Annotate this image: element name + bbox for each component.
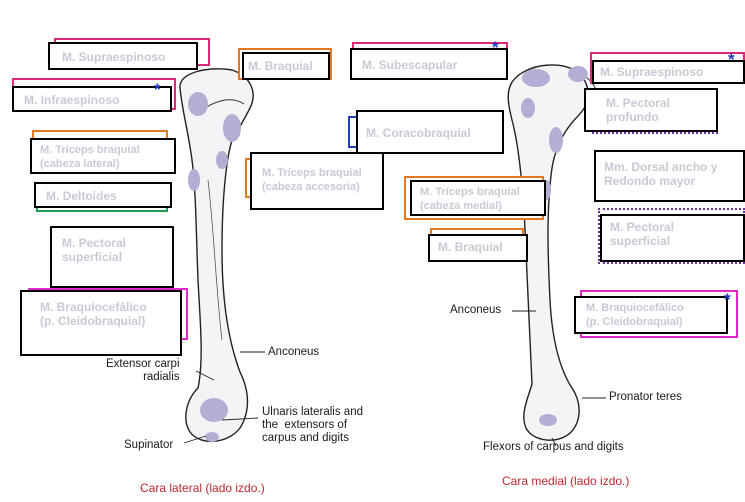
answer-box-latissimus-medial[interactable]: Mm. Dorsal ancho y Redondo mayor [594,150,745,202]
medial-leader-lines [512,310,606,447]
attachment-lateral-6 [205,432,219,442]
answer-text: M. Braquiocefálico (p. Cleidobraquial) [40,300,147,328]
answer-box-brachiocephalic-lateral[interactable]: M. Braquiocefálico (p. Cleidobraquial) [20,290,182,356]
attachment-lateral-3 [216,151,228,169]
answer-box-coracobrachial-medial[interactable]: M. Coracobraquial [356,110,504,154]
answer-box-pectoral-deep-medial[interactable]: M. Pectoral profundo [584,88,718,132]
answer-box-supraspinatus-medial[interactable]: M. Supraespinoso [592,60,745,84]
caption-medial: Cara medial (lado izdo.) [502,474,630,488]
answer-text: M. Tríceps braquial (cabeza medial) [420,186,520,212]
attachment-medial-4 [549,127,563,153]
asterisk-infraspinatus: * [154,80,161,99]
label-flexors: Flexors of carpus and digits [483,441,624,453]
attachment-medial-1 [522,69,550,87]
medial-humerus-bone [507,64,589,441]
answer-box-triceps-lateral[interactable]: M. Tríceps braquial (cabeza lateral) [30,138,176,174]
lateral-leader-lines [183,351,265,444]
answer-text: Mm. Dorsal ancho y Redondo mayor [604,160,718,188]
lateral-humerus-bone [179,68,254,443]
label-supinator: Supinator [124,439,174,451]
answer-box-pectoral-sup-lateral[interactable]: M. Pectoral superficial [50,226,174,288]
label-ulnaris-lateralis: Ulnaris lateralis and the extensors of c… [262,406,363,444]
caption-lateral: Cara lateral (lado izdo.) [140,481,265,495]
label-anconeus-medial: Anconeus [450,304,502,316]
attachment-lateral-5 [200,398,228,422]
attachment-medial-3 [521,98,535,118]
asterisk-brachiocephalic-medial: * [724,290,731,309]
attachment-lateral-2 [223,114,241,142]
answer-box-triceps-medial[interactable]: M. Tríceps braquial (cabeza medial) [410,180,546,216]
answer-text: M. Tríceps braquial (cabeza lateral) [40,144,140,170]
answer-text: M. Coracobraquial [366,126,471,140]
attachment-medial-2 [568,66,588,82]
answer-text: M. Subescapular [362,58,458,72]
attachment-medial-6 [539,414,557,426]
answer-box-deltoid-lateral[interactable]: M. Deltoides [34,182,172,208]
label-pronator-teres: Pronator teres [609,391,682,403]
answer-box-pectoral-sup-medial[interactable]: M. Pectoral superficial [600,214,745,262]
answer-text: M. Supraespinoso [62,50,166,64]
answer-box-brachial-medial[interactable]: M. Braquial [428,234,528,262]
asterisk-supraspinatus-medial: * [728,50,735,69]
answer-text: M. Tríceps braquial (cabeza accesoria) [262,167,362,193]
answer-text: M. Braquial [438,240,503,254]
answer-text: M. Deltoides [46,189,117,203]
answer-text: M. Braquiocefálico (p. Cleidobraquial) [586,302,684,328]
label-extensor-carpi-radialis: Extensor carpi radialis [106,358,180,383]
answer-text: M. Supraespinoso [600,65,704,79]
medial-humerus [507,64,598,441]
asterisk-subscapular: * [492,38,499,57]
answer-box-brachial-lateral[interactable]: M. Braquial [242,52,330,80]
attachment-lateral-1 [188,92,208,116]
answer-box-subscapular-medial[interactable]: M. Subescapular [350,48,508,80]
answer-text: M. Pectoral superficial [62,236,127,264]
answer-text: M. Pectoral profundo [606,96,671,124]
answer-box-brachiocephalic-medial[interactable]: M. Braquiocefálico (p. Cleidobraquial) [574,296,728,334]
answer-box-triceps-accessory-lateral[interactable]: M. Tríceps braquial (cabeza accesoria) [250,152,384,210]
attachment-lateral-4 [188,169,200,191]
answer-text: M. Braquial [248,59,313,73]
answer-box-infraspinatus-lateral[interactable]: M. Infraespinoso [12,86,172,112]
answer-box-supraspinatus-lateral[interactable]: M. Supraespinoso [48,42,198,70]
lateral-humerus [179,68,254,443]
label-anconeus-lateral: Anconeus [268,346,320,358]
answer-text: M. Pectoral superficial [610,220,675,248]
answer-text: M. Infraespinoso [24,93,120,107]
